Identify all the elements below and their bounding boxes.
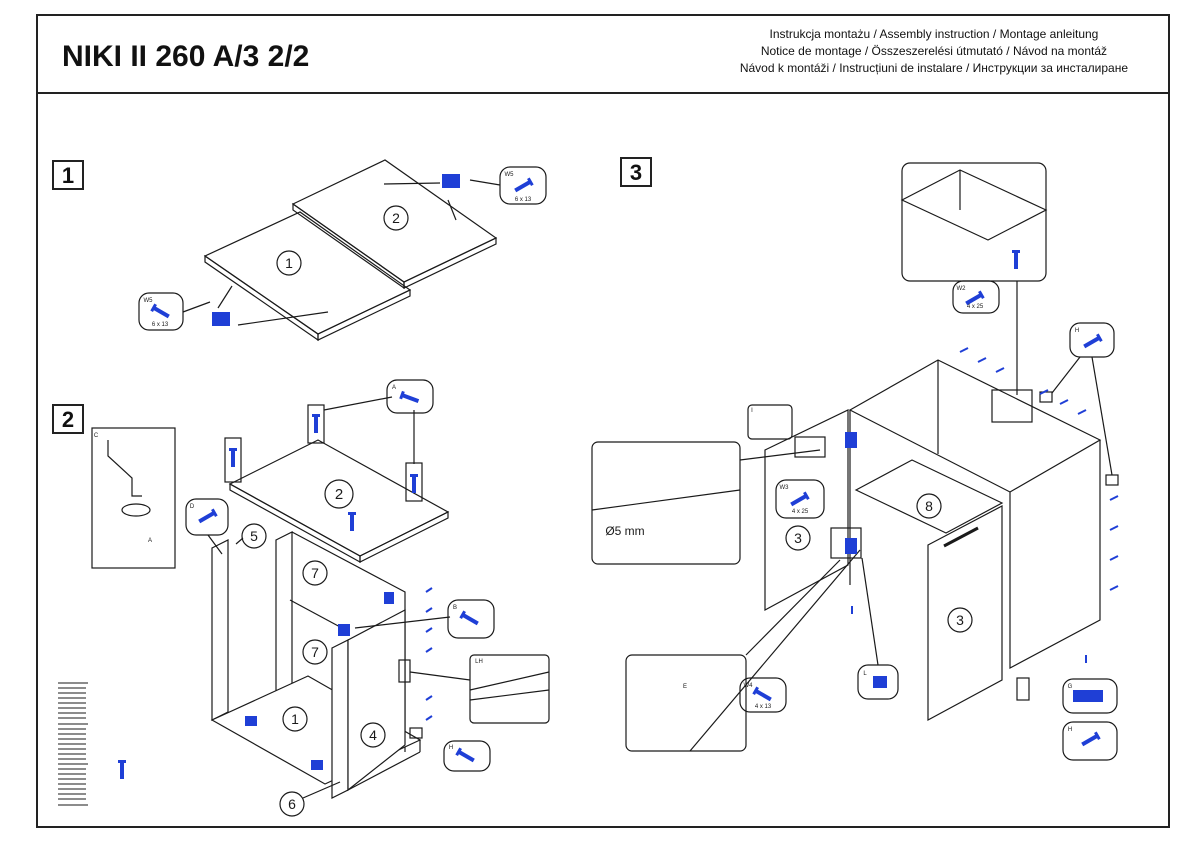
instruction-line-2: Notice de montage / Összeszerelési útmut…: [760, 44, 1107, 58]
part-2-circle-mid: [324, 479, 354, 509]
part-7-circle-b: [302, 639, 328, 665]
h-badge-left: [443, 740, 491, 772]
part-7-label-a: 7: [311, 565, 319, 581]
w3-size: 4 x 25: [792, 509, 809, 515]
w2-badge: [952, 280, 1000, 314]
g-badge: [1062, 678, 1118, 714]
part-1-circle-top: [276, 250, 302, 276]
fastener-lh-code: LH: [475, 659, 483, 665]
instruction-sheet: NIKI II 260 A/3 2/2 Instrukcja montażu /…: [36, 14, 1170, 828]
part-3-label-left: 3: [794, 530, 802, 546]
w5-badge-2: [499, 166, 547, 205]
w2-code: W2: [957, 286, 967, 292]
w4-badge: [739, 677, 787, 713]
panel-1-drawing: [203, 211, 412, 342]
part-2-label-top: 2: [392, 210, 400, 226]
b-badge: [447, 599, 495, 639]
part-7-circle-a: [302, 560, 328, 586]
part-6-label: 6: [288, 796, 296, 812]
part-4-label: 4: [369, 727, 377, 743]
fastener-h-code-top: H: [1075, 328, 1079, 334]
fastener-a-code-key: A: [148, 538, 152, 544]
instruction-line-1: Instrukcja montażu / Assembly instructio…: [769, 27, 1099, 41]
shelf-8: [854, 459, 1004, 534]
part-3-circle-right: [947, 607, 973, 633]
fastener-l-code: L: [863, 671, 867, 677]
panel-2-drawing: [291, 159, 498, 290]
part-1-label-mid: 1: [291, 711, 299, 727]
part-6-circle: [279, 791, 305, 817]
fastener-a-code: A: [392, 385, 396, 391]
drill-detail-box: [591, 441, 741, 565]
instruction-line-3: Návod k montáži / Instrucțiuni de instal…: [739, 61, 1128, 75]
panel-5: [211, 539, 229, 721]
lh-detail-box: [469, 654, 550, 724]
w4-code: W4: [744, 683, 754, 689]
part-5-circle: [241, 523, 267, 549]
part-8-circle: [916, 493, 942, 519]
fastener-b-code: B: [453, 605, 457, 611]
fastener-c-code: C: [94, 433, 99, 439]
part-5-label: 5: [250, 528, 258, 544]
step-2-label: 2: [52, 404, 84, 434]
fastener-g-code: G: [1068, 684, 1073, 690]
w3-badge: [775, 479, 825, 519]
part-2-label-mid: 2: [335, 486, 343, 503]
part-2-circle-top: [383, 205, 409, 231]
header-bar: NIKI II 260 A/3 2/2 Instrukcja montażu /…: [38, 16, 1168, 94]
w2-size: 4 x 25: [967, 304, 984, 310]
fastener-e-code: E: [683, 684, 687, 690]
part-7-label-b: 7: [311, 644, 319, 660]
w5-code-2: W5: [505, 172, 515, 178]
door-right: [927, 505, 1003, 722]
part-4-circle: [360, 722, 386, 748]
part-1-label-top: 1: [285, 255, 293, 271]
step-3-label: 3: [620, 157, 652, 187]
fastener-h-code-left: H: [449, 745, 453, 751]
step-1-label: 1: [52, 160, 84, 190]
a-badge: [386, 379, 434, 414]
part-3-label-right: 3: [956, 612, 964, 628]
product-title: NIKI II 260 A/3 2/2: [62, 40, 310, 73]
h-badge-bottom: [1062, 721, 1118, 761]
part-1-circle-mid: [282, 706, 308, 732]
panel-4-side: [331, 639, 349, 799]
w4-size: 4 x 13: [755, 704, 772, 710]
w5-size-1: 6 x 13: [152, 322, 169, 328]
d-badge: [185, 498, 229, 536]
w5-size-2: 6 x 13: [515, 197, 532, 203]
w3-code: W3: [780, 485, 790, 491]
drill-diameter: Ø5 mm: [605, 524, 644, 538]
instruction-languages: Instrukcja montażu / Assembly instructio…: [740, 26, 1128, 77]
fastener-i-code: I: [751, 408, 753, 414]
w5-code-1: W5: [144, 298, 154, 304]
part-8-label: 8: [925, 498, 933, 514]
hinge-detail-box: [625, 654, 747, 752]
fastener-d-code: D: [190, 504, 195, 510]
part-3-circle-left: [785, 525, 811, 551]
hex-key-box: [91, 427, 176, 569]
fastener-h-code-bottom: H: [1068, 727, 1072, 733]
